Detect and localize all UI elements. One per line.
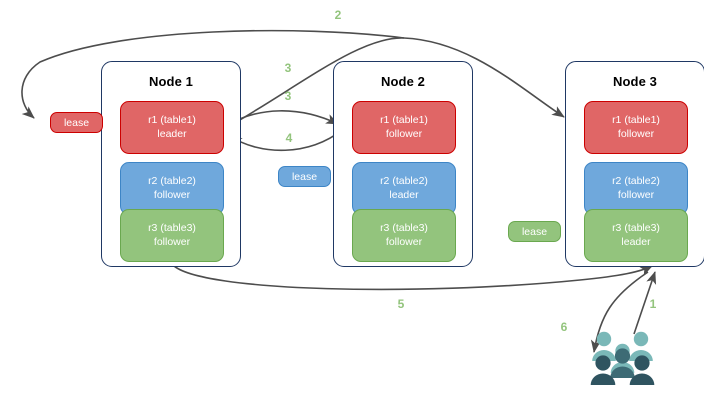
node-2-container[interactable]: Node 2 r1 (table1) follower r2 (table2) … [333,61,473,267]
replica-n1-r3[interactable]: r3 (table3) follower [120,209,224,262]
replica-name: r1 (table1) [380,114,428,126]
replica-name: r2 (table2) [148,175,196,187]
replica-role: leader [621,235,651,248]
step-label-6: 6 [560,320,568,334]
replica-name: r3 (table3) [380,222,428,234]
replica-name: r2 (table2) [612,175,660,187]
replica-n1-r2[interactable]: r2 (table2) follower [120,162,224,215]
replica-name: r2 (table2) [380,175,428,187]
replica-role: leader [389,188,419,201]
replica-n2-r1[interactable]: r1 (table1) follower [352,101,456,154]
replica-role: leader [157,127,187,140]
arrow-step-3-lower [223,110,339,128]
step-label-3-lower: 3 [284,89,292,103]
replica-role: follower [617,127,655,140]
people-icon [590,331,655,385]
replica-n3-r1[interactable]: r1 (table1) follower [584,101,688,154]
node-3-container[interactable]: Node 3 r1 (table1) follower r2 (table2) … [565,61,704,267]
replica-name: r1 (table1) [612,114,660,126]
replica-role: follower [153,235,191,248]
replica-role: follower [385,127,423,140]
replica-n2-r3[interactable]: r3 (table3) follower [352,209,456,262]
step-label-3-upper: 3 [284,61,292,75]
step-label-2: 2 [334,8,342,22]
step-label-1: 1 [649,297,657,311]
step-label-5: 5 [397,297,405,311]
replica-role: follower [153,188,191,201]
lease-badge-table2[interactable]: lease [278,166,331,187]
replica-n1-r1[interactable]: r1 (table1) leader [120,101,224,154]
node-1-container[interactable]: Node 1 r1 (table1) leader r2 (table2) fo… [101,61,241,267]
replica-name: r3 (table3) [612,222,660,234]
replica-n2-r2[interactable]: r2 (table2) leader [352,162,456,215]
lease-badge-table3[interactable]: lease [508,221,561,242]
node-2-title: Node 2 [381,74,425,89]
replica-n3-r2[interactable]: r2 (table2) follower [584,162,688,215]
lease-badge-table1[interactable]: lease [50,112,103,133]
arrow-step-5 [172,264,653,291]
people-front-middle [610,348,635,378]
replica-role: follower [385,235,423,248]
replica-name: r1 (table1) [148,114,196,126]
node-3-title: Node 3 [613,74,657,89]
step-label-4: 4 [285,131,293,145]
node-1-title: Node 1 [149,74,193,89]
people-front-row [590,355,655,385]
replica-name: r3 (table3) [148,222,196,234]
replica-role: follower [617,188,655,201]
replica-n3-r3[interactable]: r3 (table3) leader [584,209,688,262]
